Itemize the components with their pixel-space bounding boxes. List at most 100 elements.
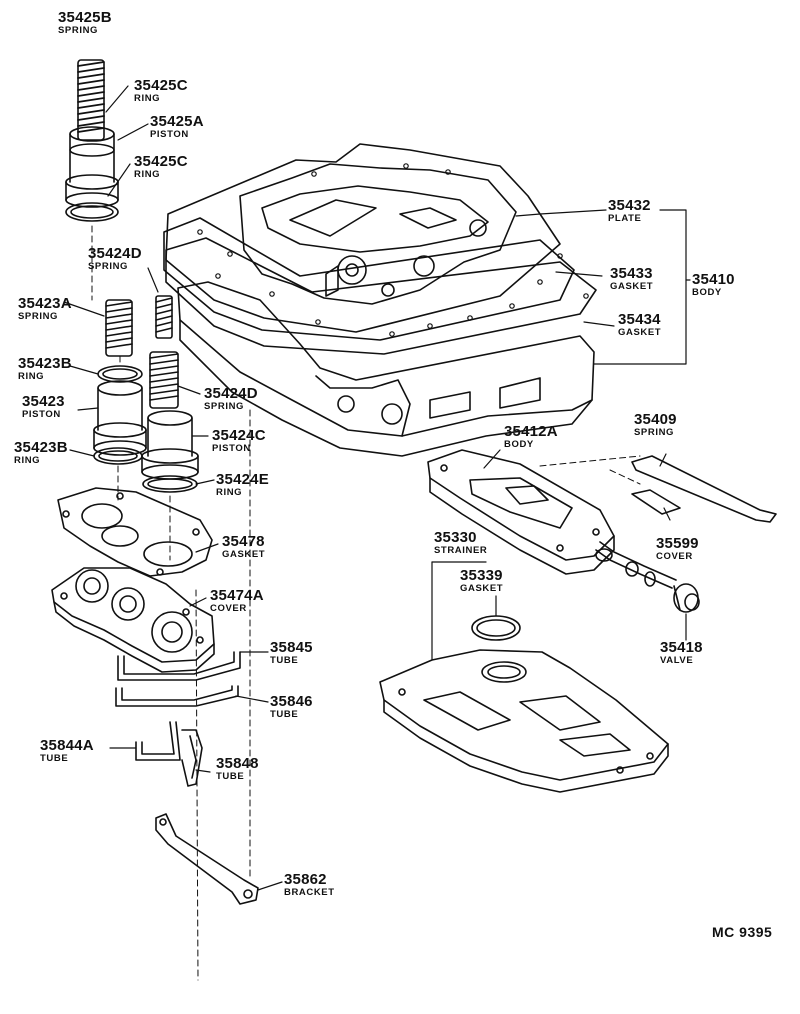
strainer-35330 bbox=[379, 649, 669, 793]
part-number: 35423A bbox=[18, 295, 72, 312]
part-name: PISTON bbox=[150, 129, 189, 140]
part-name: GASKET bbox=[618, 327, 662, 338]
part-number: 35339 bbox=[460, 567, 503, 584]
valve-35418 bbox=[595, 541, 700, 613]
part-name: SPRING bbox=[58, 25, 99, 36]
part-number: 35434 bbox=[618, 311, 661, 328]
piston-35423 bbox=[93, 380, 147, 456]
part-number: 35425B bbox=[58, 9, 112, 26]
bracket-35862 bbox=[155, 813, 259, 905]
ring-35423b-top bbox=[97, 365, 143, 383]
part-number: 35410 bbox=[692, 271, 735, 288]
gasket-35478 bbox=[57, 487, 213, 577]
part-name: SPRING bbox=[88, 261, 129, 272]
part-number: 35599 bbox=[656, 535, 699, 552]
part-name: PISTON bbox=[22, 409, 61, 420]
part-number: 35409 bbox=[634, 411, 677, 428]
piston-35424c bbox=[141, 410, 199, 480]
plate-holes bbox=[197, 163, 589, 337]
tube-35845 bbox=[117, 651, 241, 681]
part-name: STRAINER bbox=[434, 545, 488, 556]
part-name: VALVE bbox=[660, 655, 694, 666]
part-number: 35330 bbox=[434, 529, 477, 546]
body-35412a bbox=[427, 449, 615, 575]
spring-35425b bbox=[77, 59, 105, 141]
part-number: 35432 bbox=[608, 197, 651, 214]
cover-35474a bbox=[51, 567, 215, 673]
part-name: GASKET bbox=[222, 549, 266, 560]
part-name: BODY bbox=[692, 287, 722, 298]
part-number: 35478 bbox=[222, 533, 265, 550]
part-name: BRACKET bbox=[284, 887, 335, 898]
part-number: 35425C bbox=[134, 77, 188, 94]
part-number: 35845 bbox=[270, 639, 313, 656]
part-name: PLATE bbox=[608, 213, 642, 224]
ring-35424e bbox=[142, 475, 198, 493]
tube-35844a bbox=[135, 721, 181, 761]
part-name: SPRING bbox=[18, 311, 59, 322]
part-number: 35423B bbox=[18, 355, 72, 372]
gasket-35434 bbox=[165, 237, 597, 355]
part-name: RING bbox=[18, 371, 45, 382]
spring-plate-35409 bbox=[631, 455, 777, 523]
leader-lines bbox=[63, 85, 691, 891]
part-name: RING bbox=[14, 455, 41, 466]
cover-35599 bbox=[631, 489, 681, 515]
gasket-35433 bbox=[163, 217, 575, 341]
part-name: SPRING bbox=[204, 401, 245, 412]
part-name: RING bbox=[134, 169, 161, 180]
part-number: 35848 bbox=[216, 755, 259, 772]
spring-35424d-large bbox=[149, 351, 179, 409]
piston-35425a bbox=[65, 126, 119, 208]
part-name: GASKET bbox=[460, 583, 504, 594]
spring-35424d-small bbox=[155, 295, 173, 339]
part-name: RING bbox=[134, 93, 161, 104]
part-name: TUBE bbox=[216, 771, 245, 782]
part-number: 35424D bbox=[204, 385, 258, 402]
tube-35848 bbox=[181, 729, 203, 787]
part-name: PISTON bbox=[212, 443, 251, 454]
diagram-code: MC 9395 bbox=[712, 924, 773, 940]
part-name: TUBE bbox=[270, 709, 299, 720]
dashed-guides bbox=[91, 225, 641, 981]
valve-body-upper bbox=[239, 163, 517, 305]
part-name: SPRING bbox=[634, 427, 675, 438]
part-name: RING bbox=[216, 487, 243, 498]
part-number: 35424C bbox=[212, 427, 266, 444]
part-number: 35862 bbox=[284, 871, 327, 888]
part-name: TUBE bbox=[270, 655, 299, 666]
gasket-35339 bbox=[471, 615, 521, 641]
part-number: 35844A bbox=[40, 737, 94, 754]
part-number: 35433 bbox=[610, 265, 653, 282]
part-name: BODY bbox=[504, 439, 534, 450]
part-number: 35425C bbox=[134, 153, 188, 170]
part-number: 35423B bbox=[14, 439, 68, 456]
part-number: 35474A bbox=[210, 587, 264, 604]
part-number: 35418 bbox=[660, 639, 703, 656]
part-number: 35424D bbox=[88, 245, 142, 262]
part-number: 35424E bbox=[216, 471, 269, 488]
part-name: COVER bbox=[656, 551, 693, 562]
